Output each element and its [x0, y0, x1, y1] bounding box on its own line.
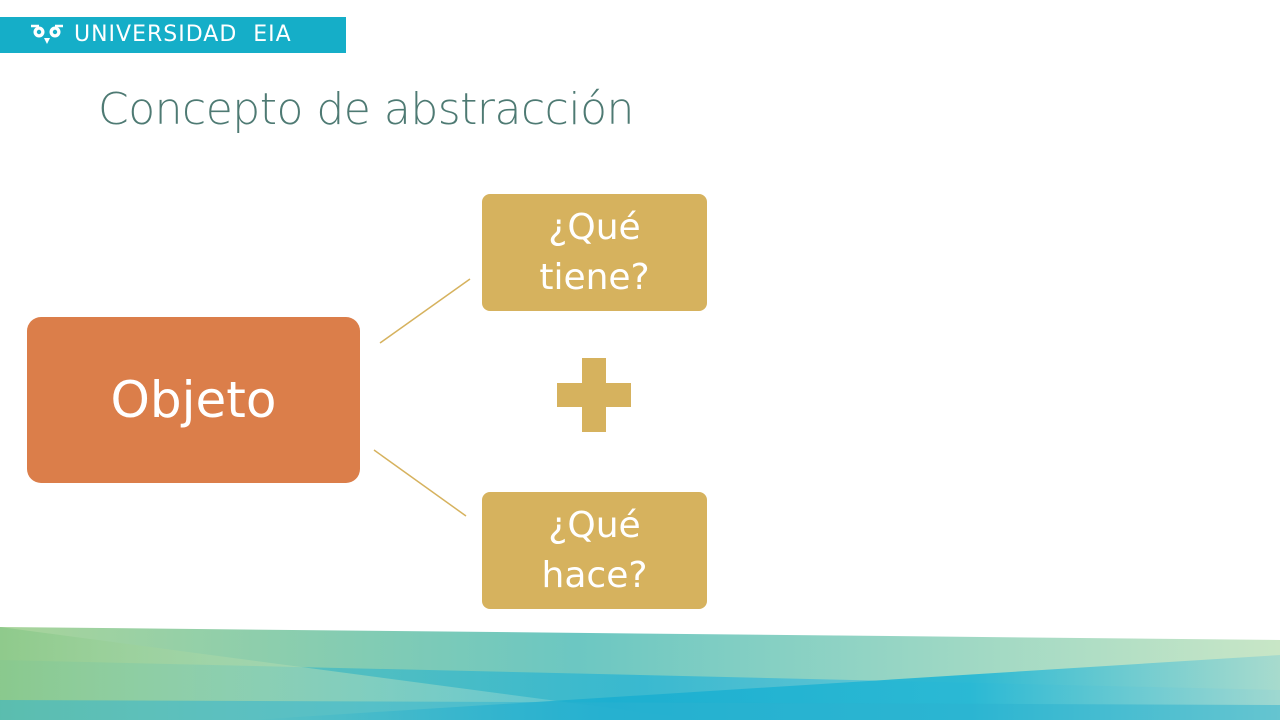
logo-text: UNIVERSIDAD EIA — [74, 22, 292, 47]
node-objeto: Objeto — [27, 317, 360, 483]
node-que-tiene: ¿Qué tiene? — [482, 194, 707, 311]
owl-emblem-icon — [31, 24, 63, 44]
logo-bar: UNIVERSIDAD EIA — [0, 17, 346, 53]
node-que-hace: ¿Qué hace? — [482, 492, 707, 609]
plus-icon — [557, 358, 631, 432]
slide-title: Concepto de abstracción — [98, 84, 634, 135]
